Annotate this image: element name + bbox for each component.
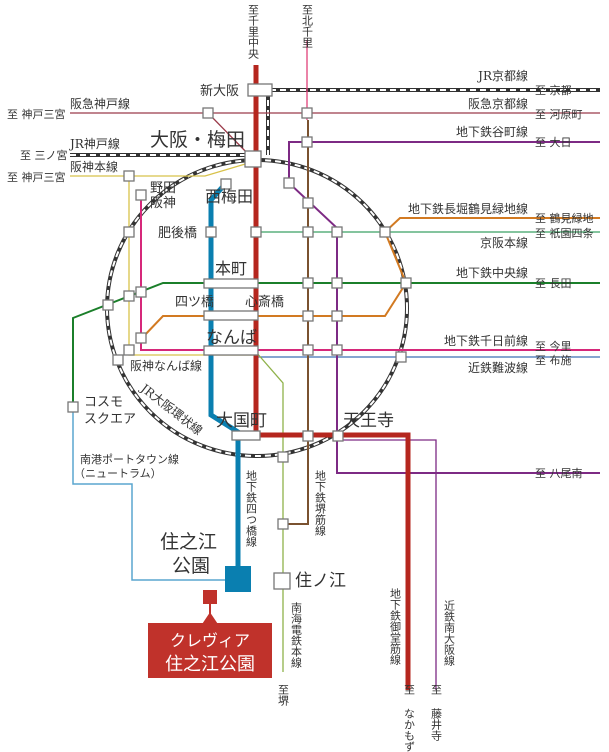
dest-nagata: 至 長田 (535, 277, 572, 290)
kintetsu-minami-line (338, 439, 437, 690)
station-namba: なんば (206, 328, 257, 348)
dest-kobe-hankyu: 至 神戸三宮 (7, 107, 66, 121)
label-sakaisuji: 地下鉄堺筋線 (314, 470, 327, 536)
suminoe-koen-station-marker (225, 566, 251, 592)
label-midosuji: 地下鉄御堂筋線 (389, 588, 402, 665)
sakaisuji-line (283, 120, 309, 525)
dest-kita-senri: 至北千里 (301, 4, 314, 48)
dest-fuse: 至 布施 (535, 354, 572, 367)
label-hanshin: 阪神本線 (70, 159, 118, 174)
station-cosmo-1: コスモ (84, 395, 123, 410)
station-nishi-umeda: 西梅田 (205, 187, 253, 206)
station-daikokucho: 大国町 (216, 411, 267, 431)
label-hankyu-kyoto: 阪急京都線 (468, 96, 528, 111)
dest-sannomiya: 至 三ノ宮 (20, 148, 68, 162)
station-honmachi: 本町 (215, 259, 247, 278)
tanimachi-line (288, 141, 600, 474)
station-shin-osaka: 新大阪 (200, 83, 239, 99)
station-tennoji: 天王寺 (343, 411, 394, 431)
dest-kawaramachi: 至 河原町 (535, 108, 583, 121)
label-newtram: 南港ポートタウン線 (80, 452, 179, 466)
dest-gion: 至 祇園四条 (535, 226, 594, 240)
label-hankyu-kobe: 阪急神戸線 (70, 96, 130, 111)
dest-kyoto: 至 京都 (535, 83, 572, 97)
label-newtram-sub: （ニュートラム） (74, 467, 162, 480)
yotsubashi-line (208, 181, 241, 580)
label-kintetsu-namba: 近鉄難波線 (468, 360, 528, 375)
chuo-line (72, 282, 600, 407)
label-nagahori: 地下鉄長堀鶴見緑地線 (408, 201, 528, 216)
station-nodes (67, 83, 412, 590)
label-jr-kobe: JR神戸線 (68, 136, 120, 151)
dest-kobe-hanshin: 至 神戸三宮 (7, 170, 66, 184)
station-suminoe-koen-2: 公園 (172, 555, 210, 577)
station-noda-1: 野田 (150, 181, 176, 196)
dest-nakamozu: 至 なかもず (403, 684, 416, 752)
station-suminoe-koen-1: 住之江 (160, 531, 217, 553)
label-hanshin-namba: 阪神なんば線 (130, 358, 202, 373)
label-jr-kyoto: JR京都線 (476, 68, 528, 83)
property-marker: クレヴィア 住之江公園 (148, 590, 272, 678)
station-noda-2: 阪神 (150, 196, 176, 211)
dest-senri-chuo: 至千里中央 (247, 4, 260, 60)
station-higobashi: 肥後橋 (158, 226, 197, 241)
dest-sakai: 至堺 (277, 684, 290, 707)
station-cosmo-2: スクエア (84, 412, 136, 427)
property-name-line2: 住之江公園 (165, 654, 255, 675)
label-keihan: 京阪本線 (480, 235, 528, 250)
label-tanimachi: 地下鉄谷町線 (456, 124, 528, 139)
dest-imazato: 至 今里 (535, 339, 572, 353)
dest-fujiidera: 至 藤井寺 (430, 684, 443, 741)
station-umeda: 大阪・梅田 (150, 129, 245, 151)
label-chuo: 地下鉄中央線 (456, 265, 528, 280)
station-shinsaibashi: 心斎橋 (245, 294, 284, 310)
label-yotsubashi: 地下鉄四つ橋線 (245, 470, 258, 547)
dest-yao: 至 八尾南 (535, 467, 583, 480)
sennichimae-line (140, 195, 600, 351)
midosuji-line (253, 65, 411, 690)
newtram-line (72, 407, 228, 581)
station-suminoe: 住ノ江 (295, 571, 346, 591)
label-kintetsu-minami: 近鉄南大阪線 (443, 600, 456, 666)
label-nankai: 南海電鉄本線 (290, 602, 303, 668)
label-sennichimae: 地下鉄千日前線 (444, 333, 528, 348)
dest-tsurumi: 至 鶴見緑地 (535, 211, 594, 225)
jr-kobe-kyoto-line (70, 88, 600, 157)
property-name-line1: クレヴィア (170, 631, 250, 650)
dest-dainichi: 至 大日 (535, 135, 572, 149)
station-yotsubashi: 四ツ橋 (175, 295, 214, 310)
